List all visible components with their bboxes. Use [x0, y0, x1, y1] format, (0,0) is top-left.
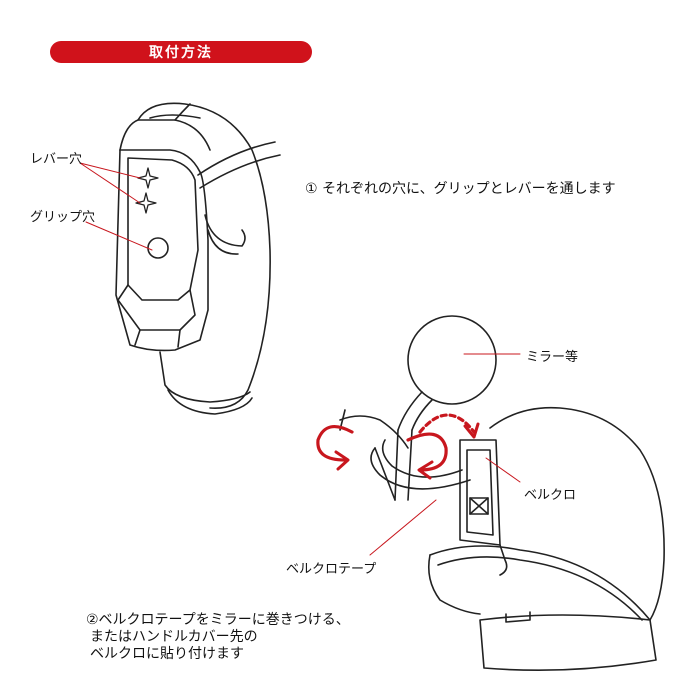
section-header: 取付方法	[50, 41, 312, 63]
step-2-line: またはハンドルカバー先の	[90, 629, 258, 645]
step-1-text: ① それぞれの穴に、グリップとレバーを通します	[305, 181, 616, 197]
grip-hole-circle	[147, 237, 169, 259]
handle-cover-illustration	[115, 102, 281, 415]
curved-arrow-icon	[316, 424, 354, 471]
label-lever-hole: レバー穴	[30, 152, 83, 167]
mirror-shape	[407, 315, 497, 405]
sparkle-icon	[137, 167, 159, 189]
curved-arrow-icon	[406, 432, 448, 480]
sparkle-icon	[135, 192, 157, 214]
label-velcro: ベルクロ	[524, 488, 577, 503]
dashed-arrow-icon	[418, 413, 480, 439]
velcro-patch	[469, 497, 489, 515]
step-2-line: ②ベルクロテープをミラーに巻きつける、	[86, 612, 350, 628]
step-2-text: ②ベルクロテープをミラーに巻きつける、 またはハンドルカバー先の ベルクロに貼り…	[86, 612, 350, 663]
label-mirror: ミラー等	[526, 350, 579, 365]
step-2-line: ベルクロに貼り付けます	[90, 646, 244, 662]
section-title: 取付方法	[149, 45, 213, 61]
label-velcro-tape: ベルクロテープ	[286, 562, 377, 577]
mounted-cover-illustration	[339, 315, 665, 672]
label-grip-hole: グリップ穴	[30, 210, 96, 225]
